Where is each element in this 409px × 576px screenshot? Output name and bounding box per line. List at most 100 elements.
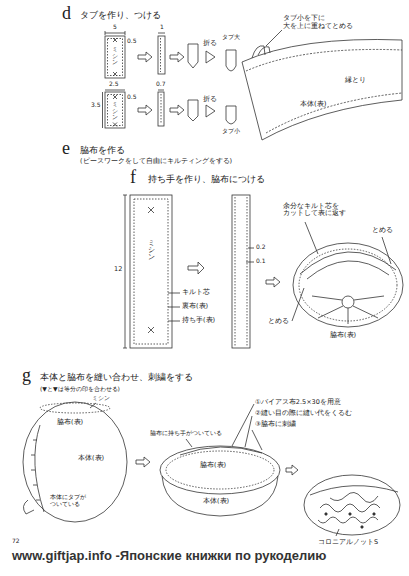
bag-gusset-seam xyxy=(160,404,298,516)
finished-bag xyxy=(320,504,380,512)
instruction-note: 本体にタブが ついている xyxy=(50,494,90,508)
part-name: 縁とり xyxy=(345,76,366,84)
section-heading: 持ち手を作り、脇布につける xyxy=(148,174,265,184)
finished-bag xyxy=(373,513,375,515)
fold-note: 折る xyxy=(203,40,217,47)
bag-gusset-seam xyxy=(162,476,278,516)
bag-flap xyxy=(252,46,265,58)
part-name: 裏布(表) xyxy=(182,303,208,310)
part-name: 脇布(表) xyxy=(200,462,226,469)
tab-steps xyxy=(105,31,125,35)
bag-flap xyxy=(246,49,402,71)
stitch-note: ミシン xyxy=(148,240,155,261)
tab-steps xyxy=(226,50,236,71)
section-heading: 脇布を作る xyxy=(80,145,125,155)
section-letter: f xyxy=(130,167,136,188)
bag-body-left xyxy=(90,403,96,408)
handle-strap xyxy=(134,199,168,344)
dimension: 0.1 xyxy=(256,258,266,265)
finished-bag xyxy=(325,513,327,515)
gusset xyxy=(292,222,403,327)
bag-gusset-seam xyxy=(180,447,262,455)
bag-body-left xyxy=(23,402,127,522)
bag-flap xyxy=(242,39,402,140)
gusset xyxy=(293,243,403,327)
part-name: 本体(表) xyxy=(300,100,326,108)
bag-flap xyxy=(266,93,402,133)
bag-gusset-seam xyxy=(166,451,274,489)
handle-strap xyxy=(168,293,180,321)
dimension: 1 xyxy=(160,24,164,31)
finished-bag xyxy=(336,529,339,536)
instruction-note: 余分なキルト芯を カットして表に返す xyxy=(283,203,349,218)
handle-strap xyxy=(235,197,247,346)
tab-steps xyxy=(108,95,123,126)
stitch-note: ミシン xyxy=(112,46,118,66)
tab-steps xyxy=(160,38,161,72)
dimension: 0.2 xyxy=(256,244,266,251)
tab-steps xyxy=(206,105,215,117)
handle-strap xyxy=(123,195,280,348)
instruction-note: (▼と▼は等分の印を合わせる) xyxy=(40,386,120,393)
section-letter: g xyxy=(22,365,31,386)
tab-steps xyxy=(158,92,164,126)
dimension: 2.5 xyxy=(109,81,119,88)
part-name: タブ大 xyxy=(222,34,240,41)
bag-flap xyxy=(242,30,402,140)
handle-strap xyxy=(130,195,172,348)
bag-body-left xyxy=(31,440,40,500)
finished-bag xyxy=(361,526,363,528)
fold-note: 折る xyxy=(203,96,217,103)
dimension: 0.5 xyxy=(127,38,137,45)
tab-steps xyxy=(188,44,198,68)
bag-body-left xyxy=(23,500,34,514)
handle-strap xyxy=(123,195,127,348)
bag-gusset-seam xyxy=(186,439,192,447)
handle-strap xyxy=(188,262,204,274)
finished-bag xyxy=(349,513,351,515)
tab-steps xyxy=(188,100,198,121)
gusset xyxy=(312,296,384,324)
dimension: 3.5 xyxy=(91,102,101,109)
bag-body-left xyxy=(136,457,150,467)
instruction-note: ①バイアス布2.5×30を用意 xyxy=(255,399,341,406)
part-name: タブ小 xyxy=(222,128,240,135)
bag-body-left xyxy=(40,403,110,413)
instruction-note: (ピースワークをして自由にキルティングをする) xyxy=(80,158,232,165)
tab-steps xyxy=(170,105,184,115)
dimension: 12 xyxy=(114,266,122,273)
gusset xyxy=(300,252,396,274)
tab-steps xyxy=(170,52,184,62)
tab-steps xyxy=(103,90,126,128)
instruction-note: とめる xyxy=(268,318,289,325)
finished-bag xyxy=(330,492,378,502)
tab-steps xyxy=(161,94,162,124)
tab-steps xyxy=(158,90,164,91)
bag-gusset-seam xyxy=(252,430,262,450)
dimension: 0.7 xyxy=(156,81,166,88)
tab-steps xyxy=(158,36,165,74)
tab-steps xyxy=(138,105,152,115)
part-name: キルト芯 xyxy=(182,289,210,296)
stitch-name: コロニアルノットS xyxy=(318,539,378,546)
bag-body-left xyxy=(23,402,150,522)
instruction-note: 脇布に持ち手がついている xyxy=(150,430,222,437)
finished-bag xyxy=(318,517,378,523)
bag-body-left xyxy=(35,425,44,512)
gusset xyxy=(292,288,304,321)
dimension: 5 xyxy=(113,24,117,31)
part-name: 持ち手(表) xyxy=(182,317,215,324)
bag-flap xyxy=(258,47,270,55)
tab-steps xyxy=(103,31,237,128)
instruction-note: ②縫い目の際に縫い代をくるむ xyxy=(255,410,352,417)
gusset xyxy=(305,222,318,254)
stitch-note: ミシン xyxy=(92,395,110,402)
gusset xyxy=(382,237,391,264)
watermark: www.giftjap.info -Японские книжки по рук… xyxy=(12,549,326,564)
stitch-note: ミシン xyxy=(112,101,118,121)
tab-steps xyxy=(138,52,152,62)
tab-steps xyxy=(105,36,125,78)
instruction-note: とめる xyxy=(372,227,393,234)
bag-gusset-seam xyxy=(160,446,280,494)
